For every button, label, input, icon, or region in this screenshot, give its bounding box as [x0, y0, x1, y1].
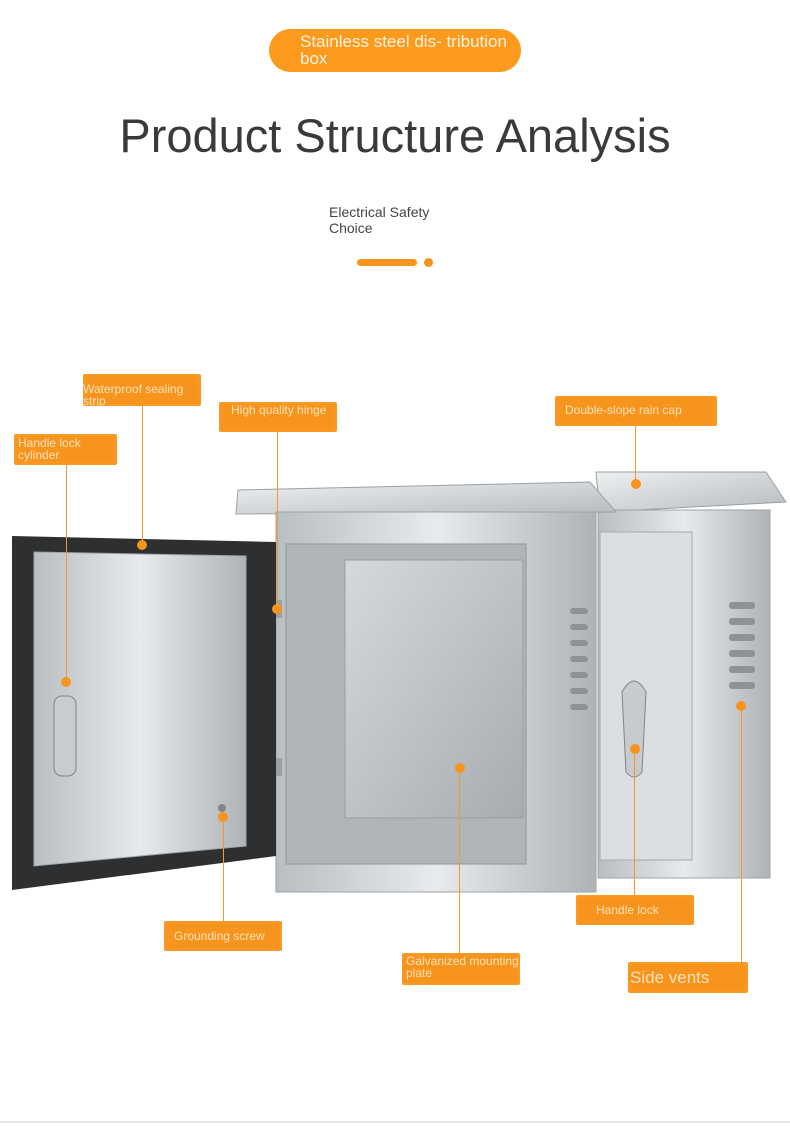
- decorative-dot: [424, 258, 433, 267]
- product-badge: Stainless steel dis- tribution box: [269, 29, 521, 72]
- side-vent-slots: [729, 602, 755, 689]
- callout-dot: [631, 479, 641, 489]
- callout-dot: [218, 812, 228, 822]
- leader-line: [142, 404, 143, 544]
- decorative-bar: [357, 259, 417, 266]
- callout-dot: [61, 677, 71, 687]
- label-waterproof-sealing-strip: Waterproof sealing strip: [83, 374, 201, 408]
- label-text: High quality hinge: [231, 403, 327, 417]
- label-text: Side vents: [630, 968, 710, 987]
- mounting-plate-shape: [344, 559, 524, 819]
- open-door: [12, 536, 276, 890]
- label-double-slope-rain-cap: Double-slope rain cap: [555, 396, 717, 426]
- label-grounding-screw: Grounding screw: [164, 921, 282, 951]
- label-text: Waterproof sealing strip: [83, 382, 184, 408]
- rain-cap-rear: [595, 471, 787, 513]
- product-badge-text: Stainless steel dis- tribution box: [300, 32, 507, 68]
- handle-lock-cylinder-shape: [53, 695, 77, 777]
- leader-line: [741, 706, 742, 962]
- label-text: Grounding screw: [174, 929, 265, 943]
- label-galvanized-mounting-plate: Galvanized mounting plate: [402, 953, 520, 985]
- callout-dot: [630, 744, 640, 754]
- inner-vent-slots: [570, 608, 588, 710]
- label-side-vents: Side vents: [628, 962, 748, 993]
- page-title: Product Structure Analysis: [119, 109, 671, 162]
- closed-box: [595, 471, 787, 879]
- callout-dot: [736, 701, 746, 711]
- page-subtitle: Electrical Safety Choice: [329, 204, 430, 236]
- label-text: Galvanized mounting plate: [406, 954, 519, 980]
- label-text: Double-slope rain cap: [565, 403, 682, 417]
- leader-line: [635, 426, 636, 484]
- callout-dot: [272, 604, 282, 614]
- label-handle-lock: Handle lock: [576, 895, 694, 925]
- leader-line: [459, 768, 460, 954]
- label-handle-lock-cylinder: Handle lock cylinder: [14, 434, 117, 465]
- label-text: Handle lock cylinder: [18, 436, 81, 462]
- leader-line: [277, 432, 278, 610]
- label-high-quality-hinge: High quality hinge: [219, 402, 337, 432]
- label-text: Handle lock: [596, 903, 659, 917]
- leader-line: [634, 750, 635, 896]
- callout-dot: [137, 540, 147, 550]
- distribution-box-illustration: [12, 471, 787, 893]
- leader-line: [66, 465, 67, 683]
- open-box: [235, 481, 618, 893]
- rain-cap-front: [235, 481, 618, 515]
- leader-line: [223, 818, 224, 922]
- handle-lock-shape: [621, 680, 647, 778]
- callout-dot: [455, 763, 465, 773]
- door-panel: [33, 551, 247, 867]
- grounding-screw-shape: [218, 804, 226, 812]
- bottom-divider: [0, 1121, 790, 1123]
